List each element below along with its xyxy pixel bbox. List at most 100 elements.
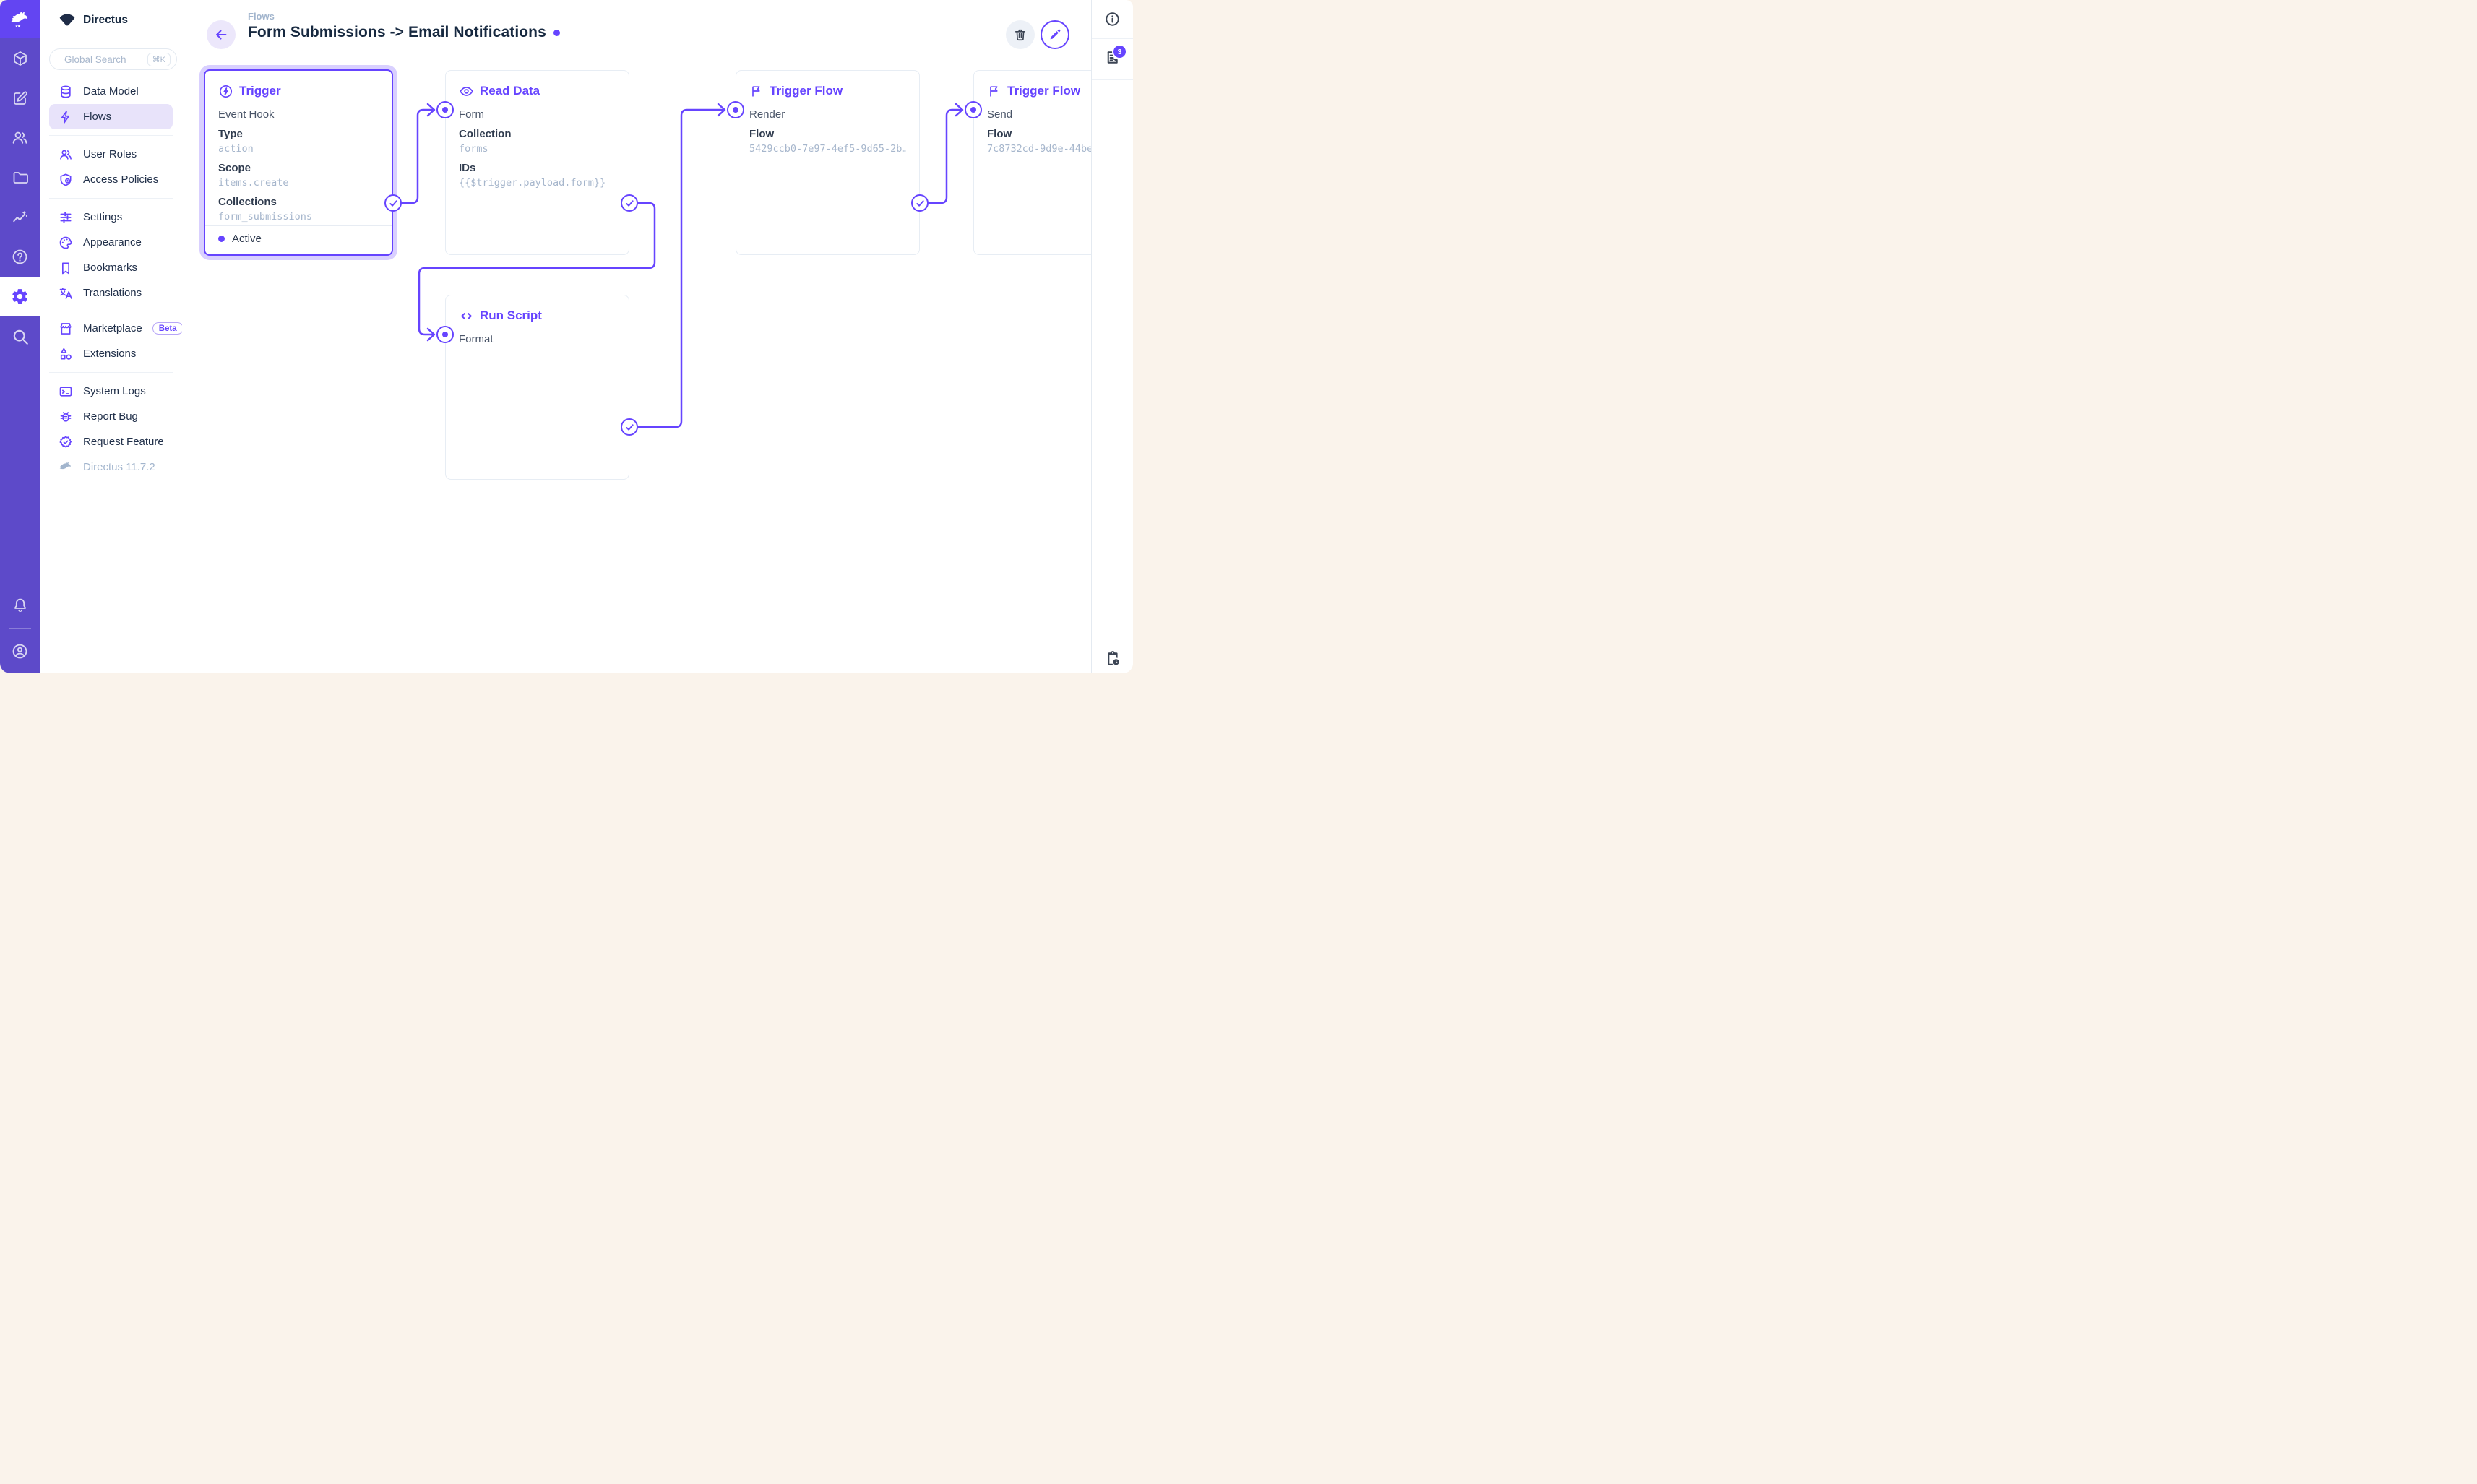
field-value: items.create (218, 177, 289, 189)
sidebar-item-translations[interactable]: Translations (49, 280, 173, 306)
search-icon (13, 329, 28, 345)
sidebar-item-extensions[interactable]: Extensions (49, 341, 173, 366)
card-subtitle: Send (987, 108, 1013, 121)
connector-output-trigger-flow-render[interactable] (911, 194, 929, 212)
sidebar-item-user-roles[interactable]: User Roles (49, 142, 173, 167)
gear-icon (12, 289, 27, 304)
card-trigger-flow-send[interactable]: Trigger Flow Send Flow 7c8732cd-9d9e-44b… (973, 70, 1092, 255)
rabbit-logo-icon (11, 11, 27, 27)
sidebar-item-label: Data Model (83, 85, 139, 98)
trash-icon (1015, 29, 1026, 41)
nav-sidebar: Directus Global Search ⌘K Data Model (40, 0, 184, 673)
unsaved-indicator-dot (553, 29, 560, 36)
check-icon (916, 199, 924, 207)
sidebar-item-appearance[interactable]: Appearance (49, 230, 173, 255)
sliders-icon (59, 210, 73, 225)
field-value: action (218, 143, 254, 155)
wire-run-script-to-trigger-flow-render (637, 108, 724, 428)
version-label: Directus 11.7.2 (83, 461, 155, 473)
info-icon (1106, 12, 1119, 26)
wire-render-to-trigger-flow-send (927, 108, 962, 204)
sidebar-item-system-logs[interactable]: System Logs (49, 379, 173, 404)
sidebar-item-label: Translations (83, 287, 142, 299)
card-subtitle: Form (459, 108, 484, 121)
sidebar-item-label: Extensions (83, 348, 137, 360)
status-dot (218, 236, 225, 242)
sidebar-item-request-feature[interactable]: Request Feature (49, 429, 173, 454)
delete-flow-button[interactable] (1006, 20, 1035, 49)
connector-input-read-data[interactable] (436, 101, 454, 118)
insights-icon (13, 210, 27, 223)
module-settings[interactable] (0, 277, 40, 316)
module-files[interactable] (0, 158, 40, 197)
flow-canvas[interactable]: Flows Form Submissions -> Email Notifica… (182, 0, 1092, 673)
sidebar-item-label: Access Policies (83, 173, 159, 186)
wire-arrowhead (426, 103, 436, 117)
card-trigger[interactable]: Trigger Event Hook Type action Scope ite… (204, 69, 393, 256)
store-icon (59, 322, 73, 336)
module-bar-divider (9, 628, 31, 629)
sidebar-item-label: Flows (83, 111, 112, 123)
module-help[interactable] (0, 237, 40, 277)
notices-badge: 3 (1112, 44, 1127, 59)
flow-logs-button[interactable] (1092, 650, 1133, 668)
connector-output-run-script[interactable] (621, 418, 638, 436)
field-value: form_submissions (218, 211, 313, 223)
help-icon (12, 249, 27, 264)
field-value: forms (459, 143, 488, 155)
notices-button[interactable]: 3 (1092, 39, 1133, 79)
trigger-bolt-icon (219, 85, 233, 98)
module-editor[interactable] (0, 78, 40, 118)
search-placeholder: Global Search (64, 53, 126, 65)
check-icon (625, 423, 634, 431)
check-icon (625, 199, 634, 207)
sidebar-item-data-model[interactable]: Data Model (49, 79, 173, 104)
card-subtitle: Render (749, 108, 785, 121)
terminal-icon (59, 384, 73, 399)
sidebar-item-flows[interactable]: Flows (49, 104, 173, 129)
connector-output-read-data[interactable] (621, 194, 638, 212)
sidebar-item-report-bug[interactable]: Report Bug (49, 404, 173, 429)
module-users[interactable] (0, 118, 40, 158)
sidebar-item-label: Appearance (83, 236, 142, 249)
bookmark-icon (59, 261, 73, 275)
project-header[interactable]: Directus (40, 0, 182, 30)
module-insights[interactable] (0, 197, 40, 237)
module-search[interactable] (0, 316, 40, 356)
connector-input-trigger-flow-render[interactable] (727, 101, 744, 118)
rabbit-version-icon (59, 460, 73, 475)
sidebar-item-marketplace[interactable]: Marketplace Beta (49, 316, 184, 341)
breadcrumb[interactable]: Flows (248, 11, 275, 22)
card-title: Trigger Flow (1007, 84, 1081, 98)
edit-flow-button[interactable] (1041, 20, 1069, 49)
nav-divider (49, 135, 173, 136)
wire-arrowhead (955, 103, 964, 117)
page-title: Form Submissions -> Email Notifications (248, 24, 546, 40)
info-button[interactable] (1092, 0, 1133, 38)
users-icon (59, 147, 73, 162)
connector-output-trigger[interactable] (384, 194, 402, 212)
app-window: Directus Global Search ⌘K Data Model (0, 0, 1133, 673)
right-sidebar-divider (1092, 79, 1133, 80)
sidebar-item-label: Bookmarks (83, 262, 138, 274)
card-trigger-flow-render[interactable]: Trigger Flow Render Flow 5429ccb0-7e97-4… (736, 70, 920, 255)
back-button[interactable] (207, 20, 236, 49)
connector-input-run-script[interactable] (436, 326, 454, 343)
sidebar-item-bookmarks[interactable]: Bookmarks (49, 255, 173, 280)
card-run-script[interactable]: Run Script Format (445, 295, 629, 480)
seal-check-icon (59, 435, 73, 449)
directus-logo[interactable] (0, 0, 40, 38)
notifications-button[interactable] (0, 589, 40, 622)
sidebar-item-access-policies[interactable]: Access Policies (49, 167, 173, 192)
bolt-icon (59, 110, 73, 124)
status-label: Active (232, 233, 262, 245)
user-menu-button[interactable] (0, 634, 40, 668)
nav-divider (49, 372, 173, 373)
shield-icon (59, 173, 73, 187)
global-search-input[interactable]: Global Search ⌘K (49, 48, 177, 70)
module-content[interactable] (0, 38, 40, 78)
right-sidebar-divider (1092, 38, 1133, 39)
connector-input-trigger-flow-send[interactable] (965, 101, 982, 118)
sidebar-item-settings[interactable]: Settings (49, 204, 173, 230)
card-read-data[interactable]: Read Data Form Collection forms IDs {{$t… (445, 70, 629, 255)
